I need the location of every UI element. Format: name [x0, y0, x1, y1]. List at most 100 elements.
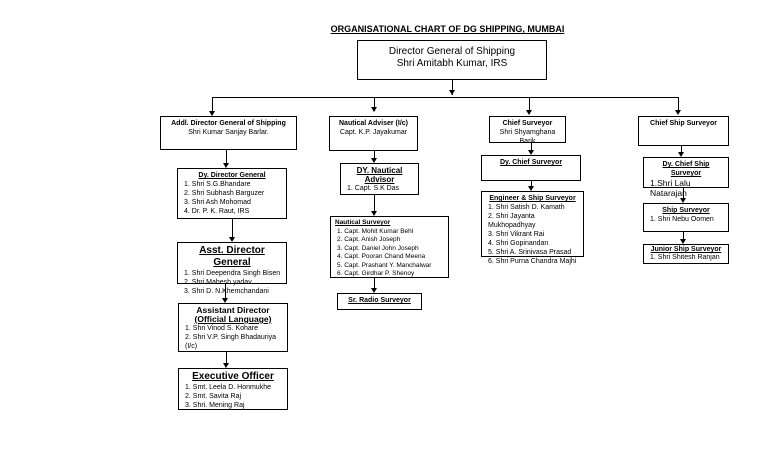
addl-dg-name: Shri Kumar Sanjay Barlar.	[188, 129, 269, 136]
na-title: Nautical Adviser (I/c)	[339, 120, 408, 127]
connector	[212, 97, 679, 98]
arrow	[680, 239, 686, 244]
ad-title: Assistant Director	[196, 305, 270, 315]
box-dy-chief-surveyor: Dy. Chief Surveyor	[481, 155, 581, 181]
connector	[374, 151, 375, 160]
arrow	[526, 110, 532, 115]
list-item: 1. Shri Nebu Oomen	[650, 216, 714, 223]
list-item: 2. Shri V.P. Singh Bhadauriya (I/c)	[185, 334, 277, 350]
dna-title: DY. Nautical Advisor	[356, 166, 403, 184]
ad-subtitle: (Official Language)	[194, 314, 272, 324]
connector	[681, 146, 682, 153]
ns-title: Nautical Surveyor	[335, 219, 391, 226]
chart-title: ORGANISATIONAL CHART OF DG SHIPPING, MUM…	[330, 24, 565, 34]
cs-title: Chief Surveyor	[502, 120, 553, 127]
dcs-title: Dy. Chief Surveyor	[499, 159, 563, 166]
list-item: 4. Shri Gopinandan	[488, 240, 549, 247]
arrow	[223, 163, 229, 168]
addl-dg-title: Addl. Director General of Shipping	[171, 120, 286, 127]
arrow	[229, 237, 235, 242]
cs-name: Shri Shyamghana Barik	[499, 129, 556, 145]
list-item: 1. Shri Satish D. Kamath	[488, 204, 565, 211]
list-item: 2. Shri Jayanta Mukhopadhyay	[488, 213, 536, 229]
arrow	[449, 90, 455, 95]
connector	[374, 195, 375, 212]
dy-dg-title: Dy. Director General	[198, 172, 266, 179]
na-name: Capt. K.P. Jayakumar	[339, 129, 408, 136]
connector	[212, 97, 213, 115]
arrow	[528, 186, 534, 191]
ess-title: Engineer & Ship Surveyor	[489, 195, 576, 202]
connector	[529, 97, 530, 111]
jss-title: Junior Ship Surveyor	[650, 246, 722, 253]
arrow	[222, 298, 228, 303]
asst-dg-title: Asst. Director General	[199, 245, 265, 268]
list-item: 1. Shri Vinod S. Kohare	[185, 325, 259, 332]
eo-title: Executive Officer	[192, 371, 274, 382]
srs-title: Sr. Radio Surveyor	[348, 297, 411, 304]
dg-title: Director General of Shipping	[388, 46, 516, 57]
arrow	[680, 198, 686, 203]
connector	[683, 232, 684, 240]
connector	[225, 284, 226, 299]
list-item: 3. Shri. Mening Raj	[185, 402, 245, 409]
arrow	[223, 363, 229, 368]
connector	[452, 80, 453, 95]
box-asst-dg: Asst. Director General 1. Shri Deependra…	[177, 242, 287, 295]
list-item: 2. Shri Subhash Barguzer	[184, 190, 265, 197]
arrow	[678, 152, 684, 157]
arrow	[209, 111, 215, 116]
box-nautical-adviser: Nautical Adviser (I/c) Capt. K.P. Jayaku…	[329, 116, 418, 151]
connector	[374, 278, 375, 289]
connector	[678, 97, 679, 111]
list-item: 3. Shri Ash Mohomad	[184, 199, 251, 206]
list-item: 1. Shri Deependra Singh Bisen	[184, 270, 281, 277]
list-item: 1. Capt. S.K Das	[347, 185, 400, 192]
connector	[531, 181, 532, 187]
list-item: 6. Capt. Girdhar P. Shenoy	[337, 270, 415, 277]
connector	[374, 97, 375, 111]
list-item: 3. Shri Vikrant Rai	[488, 231, 545, 238]
arrow	[371, 288, 377, 293]
box-dy-chief-ship-surveyor: Dy. Chief Ship Surveyor 1.Shri Lalu Nata…	[643, 157, 729, 198]
box-ship-surveyor: Ship Surveyor 1. Shri Nebu Oomen	[643, 203, 729, 232]
arrow	[371, 107, 377, 112]
box-engineer-ship-surveyor: Engineer & Ship Surveyor 1. Shri Satish …	[481, 191, 584, 265]
list-item: 5. Capt. Prashant Y. Manchalwar	[337, 261, 432, 269]
connector	[232, 219, 233, 239]
connector	[226, 352, 227, 364]
list-item: 2. Capt. Anish Joseph	[337, 236, 401, 243]
list-item: 4. Capt. Pooran Chand Meena	[337, 253, 426, 260]
box-dy-dg: Dy. Director General 1. Shri S.G.Bhandar…	[177, 168, 287, 219]
list-item: 2. Smt. Savita Raj	[185, 393, 242, 400]
ss-title: Ship Surveyor	[662, 207, 710, 214]
box-executive-officer: Executive Officer 1. Smt. Leela D. Honmu…	[178, 368, 288, 410]
connector	[683, 188, 684, 199]
box-chief-surveyor: Chief Surveyor Shri Shyamghana Barik	[489, 116, 566, 145]
list-item: 1. Shri S.G.Bhandare	[184, 181, 251, 188]
arrow	[371, 158, 377, 163]
list-item: 3. Shri D. N.Khemchandani	[184, 288, 269, 295]
dg-name: Shri Amitabh Kumar, IRS	[396, 58, 508, 69]
list-item: 1. Smt. Leela D. Honmukhe	[185, 384, 271, 391]
list-item: 3. Capt. Daniel John Joseph	[337, 244, 419, 252]
dcss-title: Dy. Chief Ship Surveyor	[662, 161, 710, 177]
box-nautical-surveyor: Nautical Surveyor 1. Capt. Mohit Kumar B…	[330, 216, 449, 278]
css-title: Chief Ship Surveyor	[650, 120, 717, 127]
box-junior-ship-surveyor: Junior Ship Surveyor 1. Shri Shitesh Ran…	[643, 244, 729, 264]
arrow	[528, 150, 534, 155]
list-item: 1. Shri Shitesh Ranjan	[650, 254, 720, 261]
connector	[226, 150, 227, 164]
connector	[531, 143, 532, 151]
list-item: 1. Capt. Mohit Kumar Behl	[337, 227, 414, 235]
list-item: 1.Shri Lalu Natarajan	[650, 178, 691, 198]
arrow	[675, 110, 681, 115]
box-chief-ship-surveyor: Chief Ship Surveyor	[638, 116, 729, 146]
box-dy-nautical-advisor: DY. Nautical Advisor 1. Capt. S.K Das	[340, 163, 419, 195]
list-item: 2. Shri Mahesh yadav	[184, 279, 252, 286]
list-item: 5. Shri A. Srinivasa Prasad	[488, 249, 572, 256]
box-director-general: Director General of Shipping Shri Amitab…	[357, 40, 547, 80]
list-item: 6. Shri Purna Chandra Majhi	[488, 258, 577, 265]
box-addl-dg: Addl. Director General of Shipping Shri …	[160, 116, 297, 150]
